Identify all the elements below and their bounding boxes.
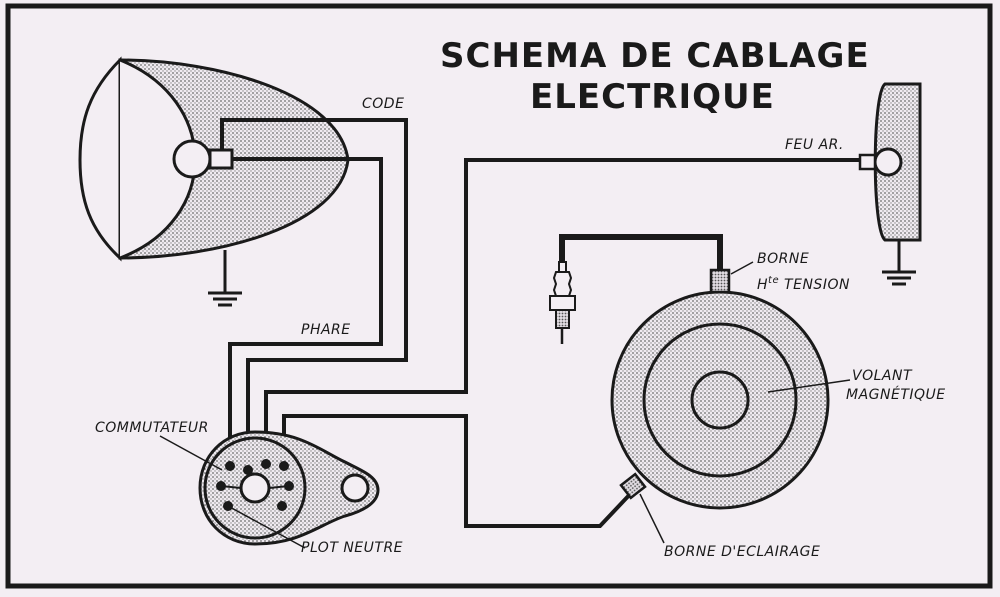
magneto-flywheel	[610, 268, 830, 510]
leader-borne-ht	[730, 261, 754, 275]
wire-feu-ar	[264, 158, 860, 464]
headlamp-ground-icon	[208, 250, 242, 307]
title-line-1: SCHEMA DE CABLAGE	[440, 36, 870, 76]
label-borne-ht-prefix: H	[757, 277, 768, 293]
switch-center-pivot	[239, 472, 271, 504]
spark-plug-icon	[549, 261, 576, 344]
label-plot-neutre: PLOT NEUTRE	[301, 540, 403, 556]
leader-borne-eclairage	[639, 493, 665, 544]
headlamp-bulb	[172, 139, 212, 179]
label-code: CODE	[362, 96, 404, 112]
label-volant-2: MAGNÉTIQUE	[846, 386, 946, 403]
high-tension-terminal	[709, 268, 731, 294]
headlamp	[78, 56, 350, 262]
tail-light-ground-icon	[882, 240, 916, 286]
label-feu-ar: FEU AR.	[785, 137, 844, 153]
label-borne-ht-sup: te	[768, 275, 779, 286]
label-volant-1: VOLANT	[852, 368, 913, 384]
label-borne-ht-2: Hte TENSION	[757, 275, 850, 293]
label-commutateur: COMMUTATEUR	[95, 420, 209, 436]
lighting-terminal	[619, 472, 647, 500]
switch-commutateur	[198, 430, 380, 546]
tail-light-bulb	[873, 147, 903, 177]
wire-phare	[228, 157, 383, 466]
label-phare: PHARE	[301, 322, 351, 338]
wire-eclairage	[282, 414, 636, 528]
headlamp-socket	[208, 148, 234, 170]
tail-light	[858, 82, 922, 242]
label-borne-ht-rest: TENSION	[779, 277, 850, 293]
wire-high-tension	[559, 234, 723, 272]
diagram-frame	[5, 3, 993, 589]
tail-light-socket	[858, 153, 877, 171]
label-borne-eclairage: BORNE D'ECLAIRAGE	[664, 544, 820, 560]
mounting-hole	[340, 473, 370, 503]
leader-volant	[767, 379, 851, 393]
leader-commutateur	[159, 435, 223, 471]
label-borne-ht-1: BORNE	[757, 251, 809, 267]
title-line-2: ELECTRIQUE	[530, 77, 775, 117]
leader-plot-neutre	[227, 505, 306, 549]
wire-code	[220, 118, 408, 470]
